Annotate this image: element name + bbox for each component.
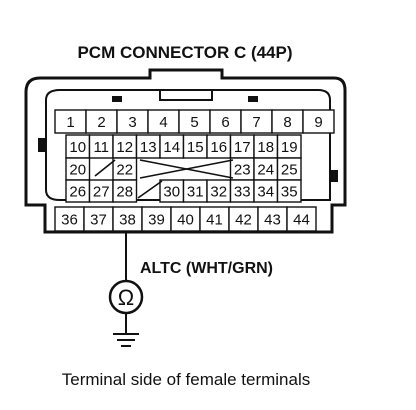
right-key-notch <box>330 170 338 182</box>
terminal-number: 27 <box>93 184 110 201</box>
terminal-number: 9 <box>314 114 322 131</box>
terminal-number: 42 <box>235 212 252 229</box>
terminal-number: 25 <box>281 162 298 179</box>
terminal-number: 22 <box>116 162 133 179</box>
terminal-number: 19 <box>281 139 298 156</box>
terminal-number: 39 <box>148 212 165 229</box>
terminal-cavity <box>286 206 317 232</box>
ohm-symbol: Ω <box>118 285 134 310</box>
terminal-number: 33 <box>234 184 251 201</box>
terminal-number: 43 <box>264 212 281 229</box>
terminal-number: 14 <box>163 139 180 156</box>
terminal-number: 40 <box>177 212 194 229</box>
terminal-number: 26 <box>69 184 86 201</box>
terminal-cavity <box>83 206 114 232</box>
terminal-number: 18 <box>257 139 274 156</box>
top-left-notch <box>112 96 122 102</box>
terminal-number: 1 <box>66 114 74 131</box>
terminal-cavity <box>112 179 138 203</box>
terminal-number: 2 <box>97 114 105 131</box>
terminal-number: 3 <box>128 114 136 131</box>
blank-cavity-marks <box>94 159 234 199</box>
signal-label: ALTC (WHT/GRN) <box>140 260 273 277</box>
terminal-number: 44 <box>293 212 310 229</box>
terminal-number: 5 <box>190 114 198 131</box>
connector-housing <box>24 68 347 234</box>
terminal-number: 34 <box>257 184 274 201</box>
terminal-number: 4 <box>159 114 167 131</box>
terminal-number: 10 <box>69 139 86 156</box>
terminal-cavity <box>54 206 85 232</box>
terminal-cavity <box>302 109 335 134</box>
terminal-cavity <box>257 206 288 232</box>
terminal-number: 7 <box>252 114 260 131</box>
terminal-number: 41 <box>206 212 223 229</box>
terminal-number: 24 <box>257 162 274 179</box>
top-right-notch <box>248 96 258 102</box>
terminal-number: 13 <box>140 139 157 156</box>
terminal-number: 23 <box>234 162 251 179</box>
terminal-cavity <box>276 179 302 203</box>
latch-tab <box>159 89 213 101</box>
connector-title: PCM CONNECTOR C (44P) <box>77 43 292 62</box>
terminal-number: 15 <box>187 139 204 156</box>
terminal-number: 37 <box>90 212 107 229</box>
terminal-cavity <box>228 206 259 232</box>
terminal-number: 38 <box>119 212 136 229</box>
terminal-number: 16 <box>210 139 227 156</box>
terminal-number: 35 <box>281 184 298 201</box>
terminal-number: 30 <box>163 184 180 201</box>
terminal-number: 17 <box>234 139 251 156</box>
left-key-notch <box>38 138 46 152</box>
terminal-number: 36 <box>61 212 78 229</box>
terminal-cavity <box>170 206 201 232</box>
terminal-number: 6 <box>221 114 229 131</box>
terminal-number: 31 <box>187 184 204 201</box>
terminal-number: 20 <box>69 162 86 179</box>
terminal-number: 28 <box>116 184 133 201</box>
ground-icon <box>113 313 139 347</box>
caption: Terminal side of female terminals <box>62 370 310 389</box>
terminal-number: 8 <box>283 114 291 131</box>
terminal-number: 12 <box>116 139 133 156</box>
terminal-number: 32 <box>210 184 227 201</box>
terminal-number: 11 <box>93 139 109 156</box>
terminal-cavity <box>112 206 143 232</box>
